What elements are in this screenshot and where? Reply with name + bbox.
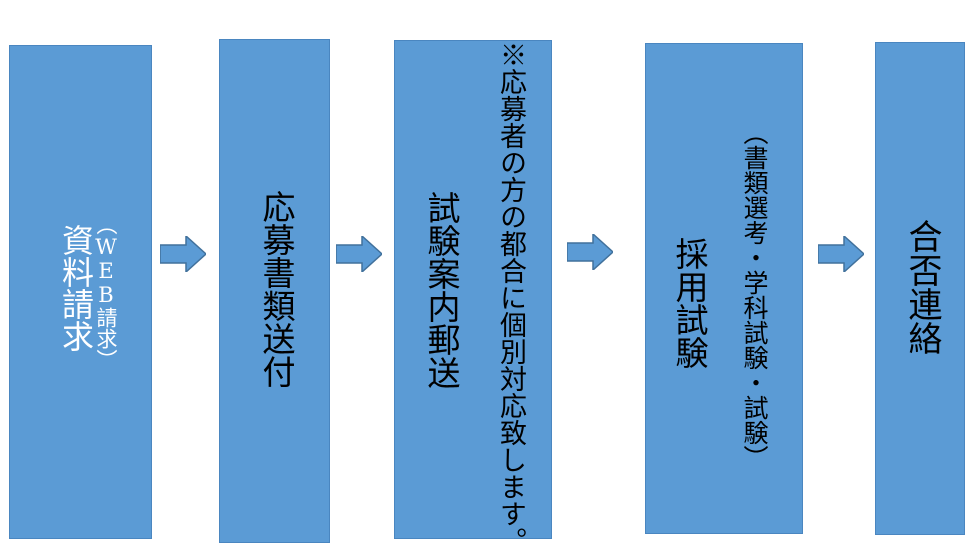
step-box-send-application: 応募書類送付 [219,39,330,543]
step-box-exam-notice-mail: 試験案内郵送 ※応募者の方の都合に個別対応致します。 [394,40,552,550]
step-4-title: 採用試験 [670,237,709,369]
step-5-title: 合否連絡 [902,219,942,355]
step-3-note: ※応募者の方の都合に個別対応致します。 [495,41,526,550]
step-box-request-materials: 資料請求 （WEB請求） [9,45,152,539]
step-1-subtitle: （WEB請求） [94,214,118,370]
step-4-note: （書類選考・学科試験・試験） [740,120,769,470]
arrow-right-icon [160,236,206,272]
step-1-title: 資料請求 [57,224,95,352]
step-2-title: 応募書類送付 [257,190,296,388]
arrow-right-icon [567,234,613,270]
arrow-right-icon [818,236,864,272]
step-3-title: 試験案内郵送 [422,191,461,389]
arrow-right-icon [336,236,382,272]
step-box-result-notice: 合否連絡 [875,42,965,535]
step-box-recruitment-exam: 採用試験 （書類選考・学科試験・試験） [645,43,803,534]
